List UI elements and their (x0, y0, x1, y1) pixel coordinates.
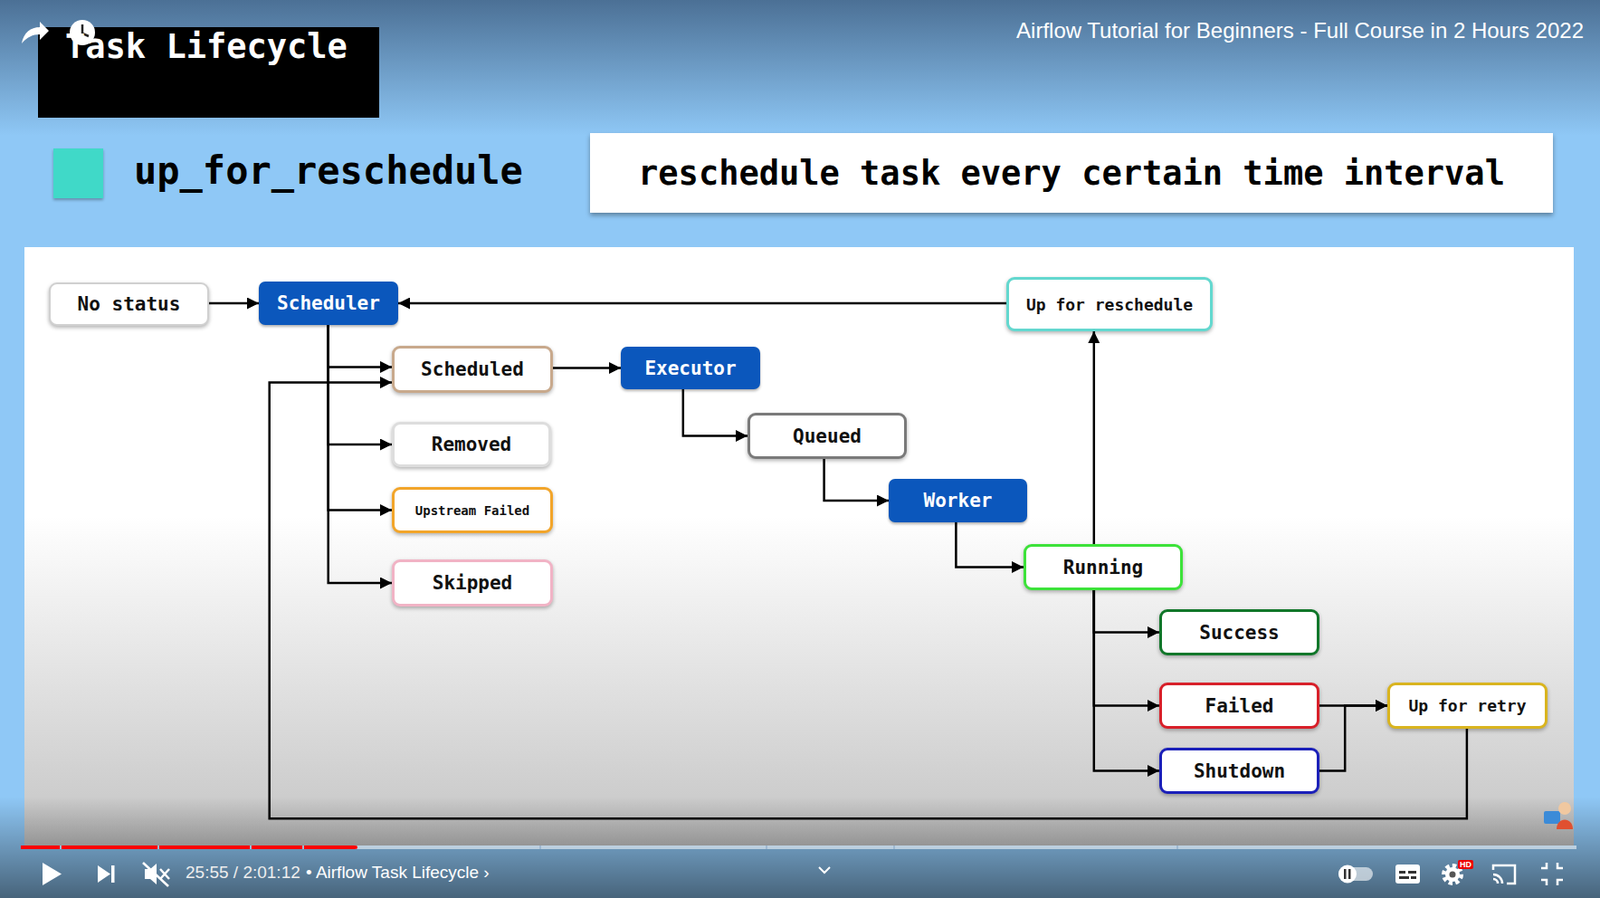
share-icon (21, 21, 49, 44)
node-label: Scheduler (276, 292, 381, 315)
cast-icon (1493, 865, 1515, 884)
connector-arrow (328, 324, 392, 367)
connector-arrow (824, 458, 889, 501)
connector-arrow (1094, 590, 1160, 772)
node-label: Upstream Failed (415, 503, 530, 518)
state-box: Shutdown (1159, 747, 1320, 794)
connector-arrow (1319, 705, 1388, 772)
state-box: Up for retry (1387, 682, 1548, 729)
next-icon (97, 865, 115, 883)
legend-swatch (53, 148, 104, 199)
node-label: Running (1063, 556, 1144, 579)
connector-arrow (955, 522, 1024, 568)
connector-arrow (269, 382, 1467, 820)
state-box: Running (1023, 543, 1183, 591)
node-label: Shutdown (1193, 760, 1286, 782)
node-label: Failed (1205, 695, 1275, 717)
node-label: Removed (431, 433, 513, 456)
state-box: Removed (391, 421, 552, 467)
legend-text: up_for_reschedule (133, 148, 524, 199)
autoplay-toggle (1338, 865, 1373, 884)
state-box: Failed (1159, 682, 1320, 729)
mute-icon (142, 862, 170, 886)
connector-arrow (1094, 590, 1160, 633)
description-box: reschedule task every certain time inter… (590, 133, 1553, 213)
state-box: No status (48, 282, 210, 326)
diagram-panel (24, 247, 1574, 846)
progress-played (20, 845, 355, 849)
state-box: Success (1159, 609, 1320, 656)
slide-title: Task Lifecycle (65, 27, 348, 118)
state-box: Upstream Failed (391, 486, 553, 534)
progress-scrubber (353, 845, 358, 849)
connector-arrow (683, 389, 748, 437)
state-box: Scheduled (391, 345, 553, 393)
node-label: Queued (792, 425, 862, 448)
state-box: Up for reschedule (1006, 276, 1213, 332)
play-icon (42, 862, 62, 886)
node-label: Up for reschedule (1026, 295, 1193, 315)
node-label: Up for retry (1408, 695, 1526, 715)
state-box: Skipped (391, 559, 553, 607)
avatar-icon (1543, 801, 1573, 829)
node-label: Success (1199, 621, 1280, 644)
chevron-icon (819, 866, 830, 873)
fullscreen-icon (1541, 862, 1563, 886)
subtitles-icon (1395, 864, 1420, 884)
connector-arrow (552, 366, 621, 370)
component-box: Scheduler (258, 281, 399, 325)
connector-arrow (1094, 590, 1160, 706)
title-box (38, 27, 380, 118)
node-label: Worker (923, 489, 993, 512)
component-box: Executor (620, 346, 761, 390)
connector-arrow (1093, 331, 1096, 544)
chapter-gaps (59, 845, 1179, 849)
video-time: 25:55 / 2:01:12 (185, 862, 301, 883)
progress-track (20, 845, 1577, 849)
state-box: Queued (747, 412, 907, 459)
connector-arrow (209, 302, 259, 305)
hd-badge: HD (1457, 859, 1474, 869)
connector-arrow (328, 324, 392, 583)
chapter-title: • Airflow Task Lifecycle › (305, 862, 490, 883)
video-title: Airflow Tutorial for Beginners - Full Co… (1016, 18, 1584, 44)
node-label: reschedule task every certain time inter… (638, 153, 1505, 193)
connector-arrow (328, 324, 392, 445)
connector-arrow (398, 302, 1007, 305)
connector-arrow (328, 324, 392, 511)
node-label: Executor (644, 357, 736, 380)
component-box: Worker (888, 478, 1028, 523)
node-label: Scheduled (420, 358, 524, 381)
node-label: Skipped (432, 571, 514, 594)
node-label: No status (77, 293, 181, 315)
